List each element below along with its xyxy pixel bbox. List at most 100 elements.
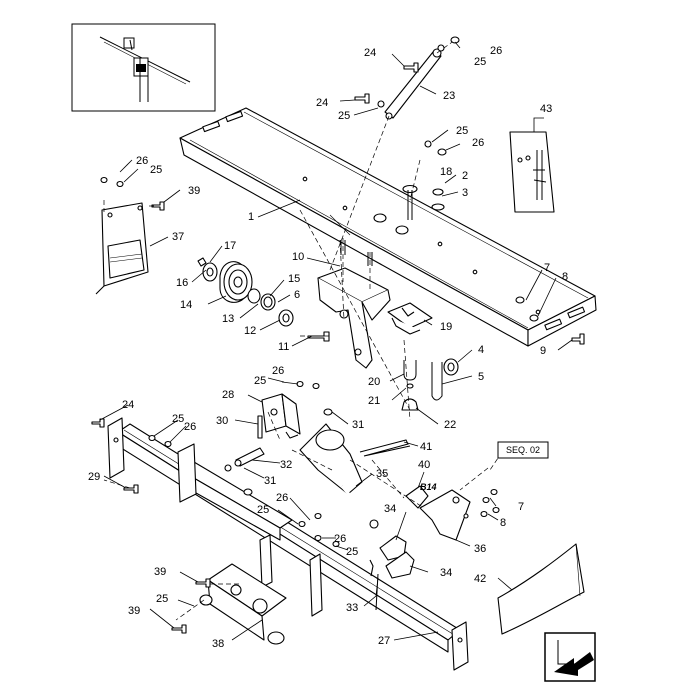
- callout-25: 25: [474, 56, 486, 68]
- callout-25: 25: [150, 164, 162, 176]
- callout-42: 42: [474, 573, 486, 585]
- callout-28: 28: [222, 389, 234, 401]
- callout-7: 7: [544, 262, 550, 274]
- callout-25: 25: [456, 125, 468, 137]
- next-page-arrow-icon[interactable]: [544, 632, 596, 682]
- rod-23: [329, 39, 456, 271]
- latch-34a: [379, 535, 407, 561]
- callout-5: 5: [478, 371, 484, 383]
- roller-assembly: [197, 257, 294, 327]
- callout-30: 30: [216, 415, 228, 427]
- spring-clip-41: [359, 439, 411, 457]
- mount-block-28: [261, 393, 301, 439]
- callout-3: 3: [462, 187, 468, 199]
- top-bolts: [354, 36, 460, 156]
- callout-39: 39: [128, 605, 140, 617]
- callout-19: 19: [440, 321, 452, 333]
- callout-26: 26: [272, 365, 284, 377]
- callout-9: 9: [540, 345, 546, 357]
- pin-32: [224, 415, 265, 472]
- callout-29: 29: [88, 471, 100, 483]
- callout-25: 25: [156, 593, 168, 605]
- callout-7: 7: [518, 501, 524, 513]
- callout-26: 26: [136, 155, 148, 167]
- callout-8: 8: [562, 271, 568, 283]
- carriage-bolt-18: [402, 184, 445, 220]
- callout-6: 6: [294, 289, 300, 301]
- callout-24: 24: [364, 47, 376, 59]
- callout-20: 20: [368, 376, 380, 388]
- callout-34: 34: [440, 567, 452, 579]
- seq-reference-label: SEQ. 02: [506, 445, 540, 455]
- callout-numbers: 24 26 25 23 24 25 25 26 43 18 2 3 1 26 2…: [88, 45, 568, 650]
- bracket-36: [419, 489, 471, 541]
- callout-25: 25: [346, 546, 358, 558]
- callout-21: 21: [368, 395, 380, 407]
- callout-10: 10: [292, 251, 304, 263]
- hydraulic-cylinder-35: [299, 423, 379, 529]
- callout-23: 23: [443, 90, 455, 102]
- decal-43: [509, 131, 555, 213]
- callout-40: 40: [418, 459, 430, 471]
- callout-25: 25: [338, 110, 350, 122]
- callout-14: 14: [180, 299, 192, 311]
- callout-13: 13: [222, 313, 234, 325]
- callout-39: 39: [188, 185, 200, 197]
- lower-fasteners: [91, 380, 500, 634]
- callout-25: 25: [254, 375, 266, 387]
- callout-22: 22: [444, 419, 456, 431]
- callout-38: 38: [212, 638, 224, 650]
- plate-37: [95, 202, 149, 295]
- callout-4: 4: [478, 344, 484, 356]
- callout-26: 26: [334, 533, 346, 545]
- main-channel-beam: [179, 107, 597, 347]
- seq-reference-box[interactable]: SEQ. 02: [497, 441, 549, 459]
- bracket-19: [387, 302, 433, 335]
- callout-31: 31: [264, 475, 276, 487]
- overview-inset: [71, 23, 216, 112]
- shield-42: [497, 543, 585, 635]
- callout-34: 34: [384, 503, 396, 515]
- callout-26: 26: [276, 492, 288, 504]
- bolt-9: [515, 296, 585, 345]
- lower-frame: [107, 417, 469, 671]
- callout-26: 26: [472, 137, 484, 149]
- callout-41: 41: [420, 441, 432, 453]
- callout-43: 43: [540, 103, 552, 115]
- fitting-40: [405, 485, 429, 509]
- callout-25: 25: [257, 504, 269, 516]
- callout-11: 11: [278, 341, 289, 353]
- callout-leaders: [119, 41, 573, 425]
- bolt-11: [307, 331, 330, 342]
- callout-24: 24: [316, 97, 328, 109]
- spring-4: [431, 358, 459, 401]
- callout-39: 39: [154, 566, 166, 578]
- callout-leaders-lower: [99, 377, 513, 641]
- callout-18: 18: [440, 166, 452, 178]
- callout-1: 1: [248, 211, 254, 223]
- callout-26: 26: [490, 45, 502, 57]
- callout-15: 15: [288, 273, 300, 285]
- callout-26: 26: [184, 421, 196, 433]
- callout-25: 25: [172, 413, 184, 425]
- callout-16: 16: [176, 277, 188, 289]
- callout-2: 2: [462, 170, 468, 182]
- callout-35: 35: [376, 468, 388, 480]
- callout-12: 12: [244, 325, 256, 337]
- callout-27: 27: [378, 635, 390, 647]
- bracket-10: [317, 238, 391, 369]
- callout-32: 32: [280, 459, 292, 471]
- callout-17: 17: [224, 240, 236, 252]
- plate-fasteners: [100, 176, 165, 211]
- callout-31: 31: [352, 419, 364, 431]
- b14-marker: B14: [420, 482, 437, 492]
- callout-36: 36: [474, 543, 486, 555]
- callout-8: 8: [500, 517, 506, 529]
- callout-24: 24: [122, 399, 134, 411]
- plate-38: [199, 563, 287, 645]
- assembly-lines: [103, 159, 503, 621]
- callout-37: 37: [172, 231, 184, 243]
- callout-33: 33: [346, 602, 358, 614]
- u-bolt-22: [401, 360, 419, 411]
